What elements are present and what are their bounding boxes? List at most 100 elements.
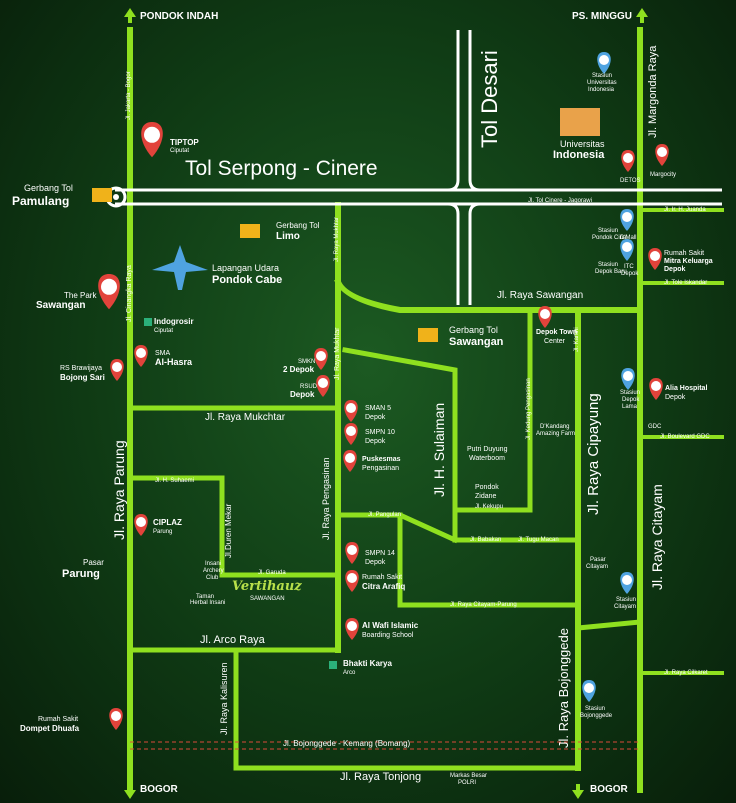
place-label: Limo (276, 231, 300, 242)
place-label: Lapangan Udara (212, 263, 280, 273)
pin-inner-icon (144, 126, 160, 143)
place-label: Parung (62, 568, 100, 580)
place-label: Pamulang (12, 194, 70, 208)
road-label: Jl. Raya Citayam (649, 484, 665, 590)
place-label: Markas Besar (450, 773, 488, 779)
pin-inner-icon (347, 573, 357, 583)
place-label: Citra Arafiq (362, 582, 406, 591)
place-label: ITC (624, 264, 634, 270)
toll-gate-icon (92, 188, 112, 202)
road-pangulan (335, 512, 459, 544)
pin-inner-icon (346, 403, 356, 413)
place-label: Margocity (650, 172, 677, 178)
place-label: Depok (365, 414, 386, 421)
place-label: Bhakti Karya (343, 659, 392, 668)
place-label: DETOS (620, 178, 641, 184)
pin-inner-icon (599, 55, 609, 65)
pin-inner-icon (112, 362, 122, 372)
place-label: Stasiun (592, 73, 613, 79)
place-label: Citayam (586, 564, 609, 570)
store-square-icon (144, 318, 152, 326)
place-label: Dompet Dhuafa (20, 724, 80, 733)
place-label: Parung (153, 529, 173, 535)
place-label: Bojonggede (580, 713, 613, 719)
place-label: Depok (621, 271, 639, 277)
place-label: Pasar (590, 557, 606, 563)
road-kalisuren (233, 647, 581, 771)
road-label: Jl.Duren Mekar (224, 503, 233, 558)
road-label: Jl. Raya Parung (111, 440, 127, 540)
pin-inner-icon (347, 545, 357, 555)
place-label: Waterboom (469, 455, 505, 462)
place-label: Rumah Sakit (664, 250, 705, 257)
toll-label-serpong: Tol Serpong - Cinere (185, 157, 378, 180)
place-label: Indonesia (588, 87, 615, 93)
place-label: Pasar (83, 558, 104, 567)
pin-inner-icon (623, 371, 633, 381)
road-label: Jl. Raya Kalisuren (219, 662, 229, 735)
road-label: Jl. Margonda Raya (647, 45, 659, 138)
road-label: Jl. Raya Bojonggede (556, 628, 571, 748)
nav-pondok-indah: PONDOK INDAH (140, 11, 219, 22)
road-label: Jl. Raya Sawangan (497, 290, 584, 301)
road-label: Jl. Bojonggede - Kemang (Bomang) (283, 739, 411, 748)
place-label: Arco (343, 670, 356, 676)
place-label: TIPTOP (170, 138, 199, 147)
road-mukhtar-curve (334, 278, 643, 313)
place-label: Alia Hospital (665, 385, 708, 392)
pin-inner-icon (651, 381, 661, 391)
place-label: Taman (196, 594, 215, 600)
arrow-up-icon (636, 8, 648, 23)
road-bomang-dashed (130, 741, 640, 750)
place-label: POLRI (458, 780, 477, 786)
road-citayam (575, 619, 643, 631)
road-label: Jl. Raya Mukchtar (205, 412, 286, 423)
place-label: Al Wafi Islamic (362, 621, 419, 630)
place-label: SMPN 14 (365, 550, 395, 557)
road-label: Jl. Kekupu (475, 504, 504, 510)
place-label: Depok (622, 397, 640, 403)
place-label: Universitas (587, 80, 617, 86)
road-network (127, 27, 724, 793)
road-suhaemi (127, 475, 341, 578)
road-label: Jl. Raya Pengasinan (321, 457, 331, 540)
place-label: Depok (290, 390, 315, 399)
pin-inner-icon (622, 575, 632, 585)
place-label: Depok (365, 559, 386, 566)
place-label: Universitas (560, 139, 605, 149)
pin-inner-icon (540, 309, 550, 319)
road-label: Jl. Boulevard GDC (660, 434, 710, 440)
poi-pins (92, 52, 669, 730)
place-label: RSUD (300, 384, 318, 390)
pin-inner-icon (584, 683, 594, 693)
store-square-icon (329, 661, 337, 669)
place-label: Depok (665, 394, 686, 401)
pin-inner-icon (623, 153, 633, 163)
toll-label-desari: Tol Desari (477, 50, 502, 148)
place-label: D'Kandang (540, 424, 570, 430)
pin-inner-icon (318, 378, 328, 388)
place-label: SMPN 10 (365, 429, 395, 436)
place-label: Zidane (475, 493, 497, 500)
place-label: Depok (365, 438, 386, 445)
place-label: Citayam (614, 604, 637, 610)
place-label: Bojong Sari (60, 373, 105, 382)
road-label: Jl. Raya Mukhtar (334, 216, 340, 262)
place-label: Indogrosir (154, 317, 194, 326)
place-label: CIPLAZ (153, 518, 182, 527)
airplane-icon (152, 245, 208, 290)
road-label: Jl. Raya Tonjong (340, 771, 422, 783)
toll-label-cinere-jagorawi: Jl. Tol Cinere - Jagorawi (528, 198, 592, 204)
place-label: Depok (664, 266, 686, 273)
road-label: Jl. Jakarta - Bogor (126, 71, 132, 120)
place-label: Pondok (475, 484, 499, 491)
road-label: Jl. H. Suhaemi (155, 478, 195, 484)
place-label: Club (206, 575, 219, 581)
road-label: Jl. Raya Cilkaret (664, 670, 708, 676)
university-icon (560, 108, 600, 136)
road-label: Jl. Cinangka Raya (126, 265, 133, 322)
arrow-down-icon (572, 784, 584, 799)
place-label: Amazing Farm (536, 431, 576, 437)
road-label: Jl. Raya Citayam-Parung (450, 602, 517, 608)
